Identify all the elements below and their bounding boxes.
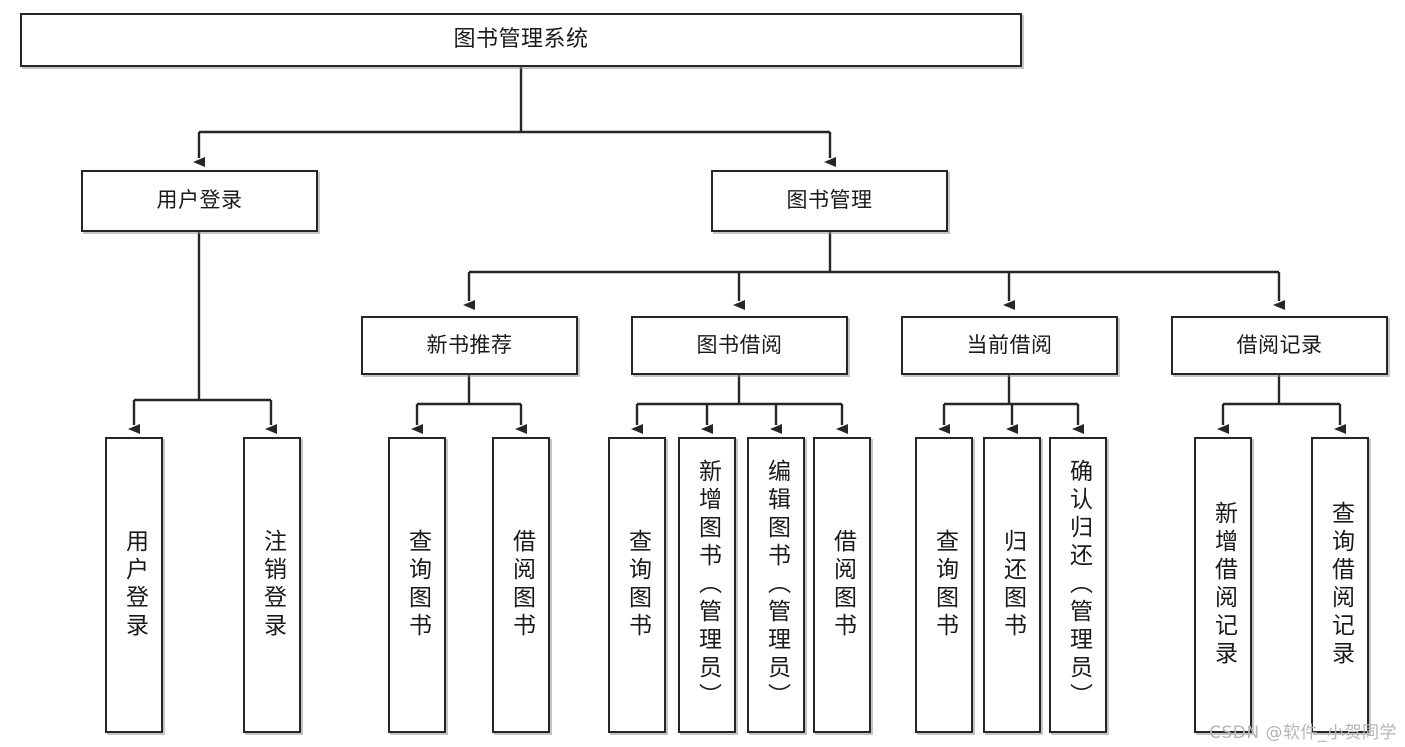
node-leaf-add-record-label: 新增借阅记录: [1210, 501, 1237, 669]
node-leaf-query-book-1[interactable]: 查询图书: [388, 437, 446, 733]
node-borrow-record-label: 借阅记录: [1236, 332, 1323, 357]
node-leaf-logout-login-label: 注销登录: [259, 529, 286, 641]
node-leaf-return-book-label: 归还图书: [999, 529, 1026, 641]
node-book-manage-label: 图书管理: [786, 188, 873, 213]
node-leaf-user-login-label: 用户登录: [121, 529, 148, 641]
node-user-login-label: 用户登录: [156, 188, 243, 213]
node-leaf-query-book-1-label: 查询图书: [404, 529, 431, 641]
node-leaf-query-book-2-label: 查询图书: [624, 529, 651, 641]
node-current-borrow[interactable]: 当前借阅: [901, 316, 1118, 375]
node-root[interactable]: 图书管理系统: [20, 13, 1022, 67]
node-book-borrow[interactable]: 图书借阅: [631, 316, 848, 375]
node-leaf-query-book-3[interactable]: 查询图书: [915, 437, 973, 733]
node-leaf-borrow-book-2-label: 借阅图书: [829, 529, 856, 641]
node-leaf-edit-book-label: 编辑图书（管理员）: [763, 459, 790, 711]
node-book-manage[interactable]: 图书管理: [711, 170, 948, 232]
node-leaf-query-record-label: 查询借阅记录: [1327, 501, 1354, 669]
node-leaf-confirm-return[interactable]: 确认归还（管理员）: [1049, 437, 1107, 733]
node-leaf-borrow-book-1-label: 借阅图书: [508, 529, 535, 641]
node-leaf-edit-book[interactable]: 编辑图书（管理员）: [747, 437, 805, 733]
node-leaf-add-book-label: 新增图书（管理员）: [694, 459, 721, 711]
node-new-book-recommend-label: 新书推荐: [426, 332, 513, 357]
node-leaf-user-login[interactable]: 用户登录: [105, 437, 163, 733]
node-leaf-query-book-2[interactable]: 查询图书: [608, 437, 666, 733]
node-leaf-query-record[interactable]: 查询借阅记录: [1311, 437, 1369, 733]
node-current-borrow-label: 当前借阅: [966, 332, 1053, 357]
watermark: CSDN @软件_小贺同学: [1209, 723, 1397, 743]
node-leaf-borrow-book-2[interactable]: 借阅图书: [813, 437, 871, 733]
node-book-borrow-label: 图书借阅: [696, 332, 783, 357]
node-leaf-borrow-book-1[interactable]: 借阅图书: [492, 437, 550, 733]
node-new-book-recommend[interactable]: 新书推荐: [361, 316, 578, 375]
node-leaf-logout-login[interactable]: 注销登录: [243, 437, 301, 733]
node-leaf-query-book-3-label: 查询图书: [931, 529, 958, 641]
node-leaf-add-record[interactable]: 新增借阅记录: [1194, 437, 1252, 733]
node-borrow-record[interactable]: 借阅记录: [1171, 316, 1388, 375]
node-leaf-confirm-return-label: 确认归还（管理员）: [1065, 459, 1092, 711]
node-user-login[interactable]: 用户登录: [81, 170, 318, 232]
node-leaf-return-book[interactable]: 归还图书: [983, 437, 1041, 733]
node-leaf-add-book[interactable]: 新增图书（管理员）: [678, 437, 736, 733]
node-root-label: 图书管理系统: [453, 26, 589, 52]
